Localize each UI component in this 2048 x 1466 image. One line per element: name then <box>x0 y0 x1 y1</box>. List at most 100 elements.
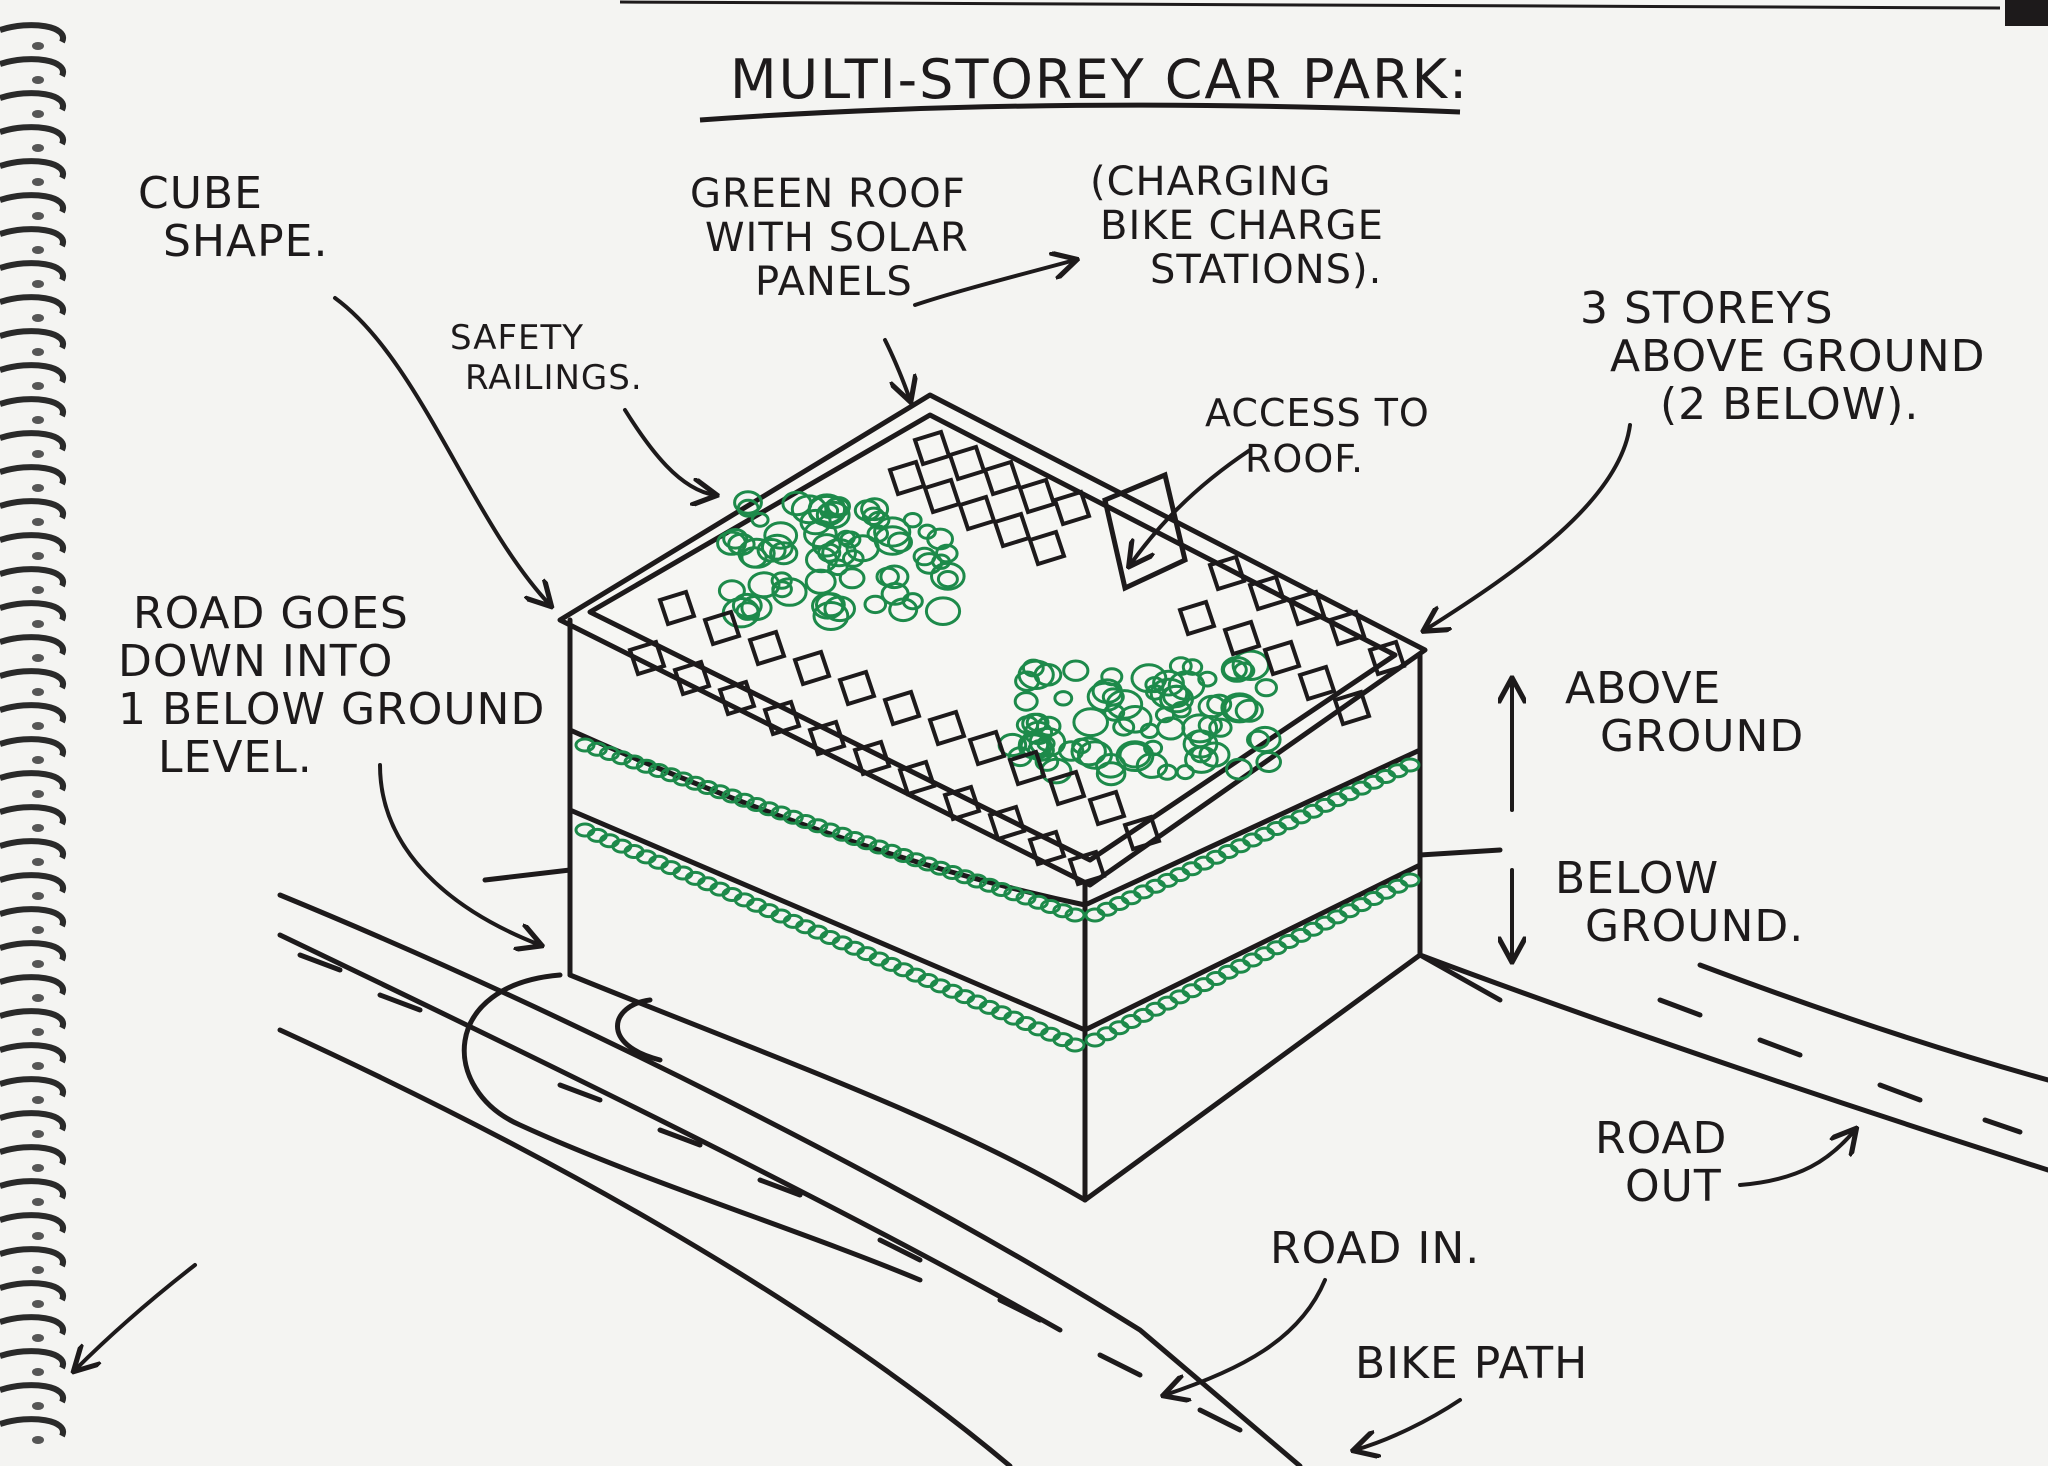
spiral-coil <box>0 906 66 928</box>
green-scribble <box>1254 678 1279 698</box>
green-scribble <box>888 597 919 623</box>
green-scribble <box>1070 736 1107 767</box>
car-park-building <box>482 392 1503 1203</box>
solar-panel <box>807 719 847 757</box>
spiral-coil <box>0 1382 66 1404</box>
solar-panel <box>762 699 802 737</box>
green-band-loop <box>1399 872 1421 888</box>
spiral-coil <box>0 260 66 282</box>
spiral-coil <box>0 532 66 554</box>
green-scribble <box>1139 722 1160 739</box>
spiral-hole <box>32 76 44 84</box>
green-scribble <box>735 601 760 621</box>
spiral-coil <box>0 1246 66 1268</box>
green-scribble <box>861 506 886 526</box>
spiral-hole <box>32 144 44 152</box>
green-scribble <box>1220 692 1259 724</box>
green-scribble <box>931 553 951 570</box>
spiral-hole <box>32 382 44 390</box>
spiral-hole <box>32 212 44 220</box>
green-scribble <box>873 516 912 548</box>
spiral-hole <box>32 790 44 798</box>
annotation-arrows <box>75 260 1855 1450</box>
page-edge-shadow <box>2005 0 2048 26</box>
green-scribble <box>1208 717 1233 738</box>
label-road-in: ROAD IN. <box>1270 1223 1481 1274</box>
spiral-coil <box>0 702 66 724</box>
spiral-hole <box>32 1096 44 1104</box>
green-scribble <box>924 596 962 627</box>
solar-panel <box>1052 489 1092 527</box>
green-scribble <box>1103 703 1126 722</box>
spiral-hole <box>32 1164 44 1172</box>
green-scribble <box>760 533 794 561</box>
green-scribble <box>1007 746 1033 768</box>
spiral-coil <box>0 736 66 758</box>
spiral-coil <box>0 1178 66 1200</box>
road-in-dashes <box>297 952 1243 1433</box>
green-scribble <box>873 525 912 556</box>
green-scribble <box>867 510 891 530</box>
green-scribble <box>1255 751 1282 773</box>
spiral-coil <box>0 362 66 384</box>
spiral-coil <box>0 974 66 996</box>
label-road-out: ROAD OUT <box>1595 1113 1728 1212</box>
spiral-coil <box>0 838 66 860</box>
green-scribble <box>1184 745 1219 774</box>
spiral-hole <box>32 518 44 526</box>
green-scribble <box>863 594 888 615</box>
solar-panel <box>1247 574 1287 612</box>
green-scribble <box>771 577 808 607</box>
spiral-hole <box>32 178 44 186</box>
label-green-roof: GREEN ROOF WITH SOLAR PANELS <box>690 171 969 305</box>
solar-panel <box>927 709 967 747</box>
label-cube-shape: CUBE SHAPE. <box>138 168 329 267</box>
green-scribble <box>842 549 865 568</box>
spiral-hole <box>32 1198 44 1206</box>
spiral-coil <box>0 634 66 656</box>
spiral-coil <box>0 1008 66 1030</box>
green-scribble <box>1105 689 1144 720</box>
green-scribble <box>1062 659 1090 682</box>
green-scribble <box>1015 715 1040 735</box>
spiral-coil <box>0 22 66 44</box>
green-facade-bands <box>574 737 1421 1053</box>
spiral-hole <box>32 416 44 424</box>
green-scribble <box>836 529 856 546</box>
solar-panel <box>967 729 1007 767</box>
spiral-coil <box>0 1348 66 1370</box>
spiral-coil <box>0 770 66 792</box>
spiral-coil <box>0 328 66 350</box>
green-scribble <box>811 592 845 620</box>
green-scribble <box>807 493 847 525</box>
solar-panel <box>992 511 1032 549</box>
solar-panel <box>1017 477 1057 515</box>
page-title: MULTI-STOREY CAR PARK: <box>730 48 1470 111</box>
spiral-coil <box>0 1076 66 1098</box>
spiral-coil <box>0 1042 66 1064</box>
green-scribble <box>838 567 866 590</box>
title-underline <box>699 102 1461 123</box>
green-scribble <box>756 538 787 563</box>
spiral-coil <box>0 1314 66 1336</box>
spiral-coil <box>0 872 66 894</box>
green-scribble <box>812 601 850 631</box>
spiral-coil <box>0 498 66 520</box>
green-scribble <box>936 570 959 589</box>
spiral-hole <box>32 314 44 322</box>
spiral-coil <box>0 804 66 826</box>
spiral-coil <box>0 226 66 248</box>
green-scribble <box>1197 670 1218 688</box>
solar-panel <box>1007 749 1047 787</box>
spiral-coil <box>0 668 66 690</box>
solar-panel <box>792 649 832 687</box>
spiral-hole <box>32 450 44 458</box>
label-storeys: 3 STOREYS ABOVE GROUND (2 BELOW). <box>1580 283 1986 430</box>
spiral-coil <box>0 124 66 146</box>
label-road-down: ROAD GOES DOWN INTO 1 BELOW GROUND LEVEL… <box>118 588 546 783</box>
green-scribble <box>805 546 838 574</box>
spiral-hole <box>32 1436 44 1444</box>
spiral-coil <box>0 294 66 316</box>
